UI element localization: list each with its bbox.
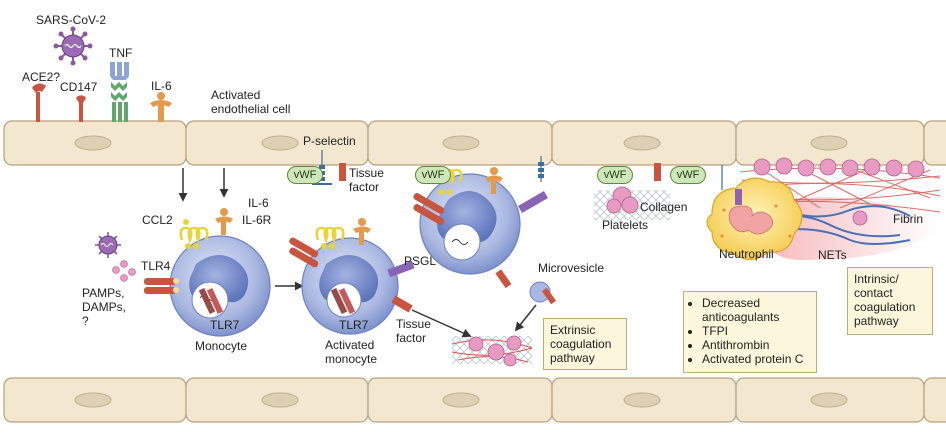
activated-monocyte-receptors	[289, 218, 415, 313]
cd147-receptor-icon	[76, 95, 86, 122]
activated-monocyte-cell	[301, 237, 399, 335]
pamps-label: PAMPs, DAMPs, ?	[82, 286, 127, 328]
arrow-to-clot-a	[411, 309, 472, 338]
vwf-pill-2: vWF	[415, 166, 451, 184]
pamps-dots	[112, 260, 136, 282]
p-selectin-label: P-selectin	[303, 134, 356, 148]
microvesicle-icon	[529, 281, 557, 305]
sars-cov-2-virus-icon	[53, 26, 93, 66]
vwf-pill-1: vWF	[287, 166, 323, 184]
extrinsic-pathway-box: Extrinsic coagulation pathway	[543, 318, 627, 370]
anticoagulant-item: TFPI	[702, 324, 810, 338]
fibrin-label: Fibrin	[893, 212, 924, 226]
tlr7-a-label: TLR7	[210, 318, 240, 332]
collagen-label: Collagen	[640, 200, 688, 214]
tnf-receptor-icon	[110, 62, 129, 122]
vwf-pill-4: vWF	[670, 166, 706, 184]
tissue-factor-top-label: Tissue factor	[349, 166, 384, 194]
activated-monocyte-label: Activated monocyte	[325, 338, 378, 366]
il6-receptor-icon	[150, 92, 172, 122]
vwf-pill-3: vWF	[597, 166, 633, 184]
tlr4-label: TLR4	[141, 259, 171, 273]
anticoagulants-box: Decreased anticoagulantsTFPIAntithrombin…	[683, 291, 817, 373]
neutrophil-cell	[706, 177, 803, 261]
ace2-receptor-icon	[32, 83, 46, 122]
platelet-row	[753, 157, 925, 226]
il6-mid-label: IL-6	[248, 196, 269, 210]
il6-top-label: IL-6	[151, 79, 172, 93]
cd147-label: CD147	[60, 80, 98, 94]
tlr7-b-label: TLR7	[339, 318, 369, 332]
monocyte-label: Monocyte	[195, 339, 248, 353]
ace2-label: ACE2?	[22, 70, 61, 84]
extrinsic-clot	[451, 335, 533, 367]
anticoagulant-item: Decreased anticoagulants	[702, 296, 810, 324]
top-endothelium	[3, 120, 946, 166]
bottom-endothelium	[3, 377, 946, 423]
neutrophil-label: Neutrophil	[719, 247, 774, 261]
platelets-label: Platelets	[602, 218, 649, 232]
intrinsic-pathway-box: Intrinsic/ contact coagulation pathway	[847, 267, 933, 335]
virus-label: SARS-CoV-2	[36, 13, 107, 27]
psgl-label: PSGL	[404, 254, 437, 268]
anticoagulant-item: Activated protein C	[702, 352, 810, 366]
virus-small-icon	[95, 232, 121, 258]
anticoagulants-list: Decreased anticoagulantsTFPIAntithrombin…	[690, 296, 810, 366]
tnf-label: TNF	[109, 46, 133, 60]
adherent-monocyte-receptors	[413, 156, 548, 289]
monocyte-cell	[169, 235, 271, 337]
tissue-factor-endo-icon	[339, 163, 346, 181]
il6r-label: IL-6R	[242, 213, 272, 227]
ccl2-label: CCL2	[142, 213, 173, 227]
tissue-factor-collagen-icon	[654, 163, 661, 181]
tissue-factor-mid-label: Tissue factor	[396, 317, 431, 345]
adherent-monocyte	[419, 173, 521, 275]
monocyte-receptors	[144, 208, 233, 294]
microvesicle-label: Microvesicle	[538, 261, 605, 275]
anticoagulant-item: Antithrombin	[702, 338, 810, 352]
platelets-cluster	[606, 186, 639, 214]
arrow-to-clot-b	[514, 304, 537, 332]
endothelial-label: Activated endothelial cell	[211, 88, 291, 116]
nets-label: NETs	[818, 248, 847, 262]
